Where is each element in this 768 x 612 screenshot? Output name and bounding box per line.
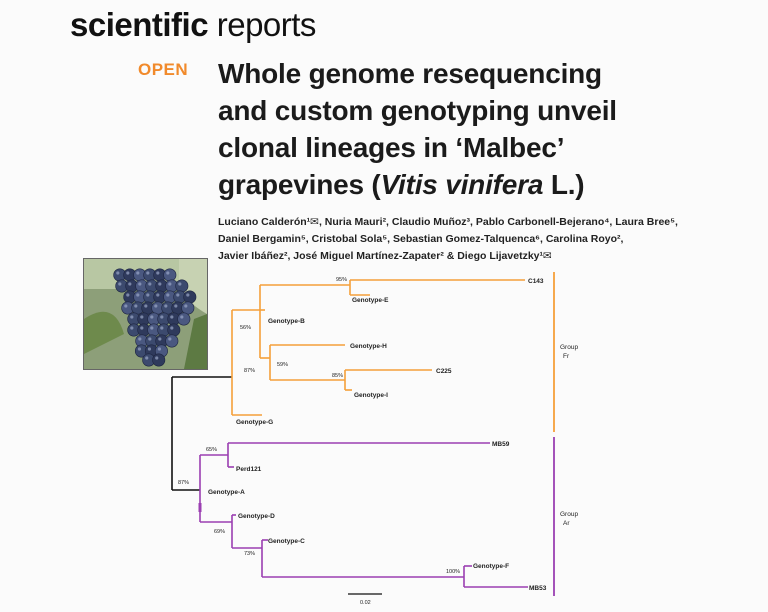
author-list: Luciano Calderón¹✉, Nuria Mauri², Claudi…	[218, 214, 738, 265]
grape-highlight	[138, 282, 142, 286]
leaf-label: Genotype-D	[238, 513, 275, 520]
grape-highlight	[138, 337, 142, 341]
grape-highlight	[140, 326, 144, 330]
leaf-label: Genotype-E	[352, 297, 389, 304]
group-label: Group	[560, 344, 578, 351]
leaf-label: MB53	[529, 585, 547, 592]
grape-highlight	[128, 282, 132, 286]
grape-highlight	[158, 337, 162, 341]
bootstrap-label: 59%	[277, 362, 288, 368]
grape-highlight	[158, 282, 162, 286]
leaf-label: Genotype-I	[354, 392, 388, 399]
grape-highlight	[124, 304, 128, 308]
grape-highlight	[156, 271, 160, 275]
grape-highlight	[168, 282, 172, 286]
grape-highlight	[164, 304, 168, 308]
grape-highlight	[126, 293, 130, 297]
grape-highlight	[148, 282, 152, 286]
grape-highlight	[136, 293, 140, 297]
grape-highlight	[170, 326, 174, 330]
title-line-1: Whole genome resequencing	[218, 58, 602, 89]
leaf-label: Genotype-H	[350, 343, 387, 350]
authors-line-2: Daniel Bergamin⁵, Cristobal Sola⁵, Sebas…	[218, 233, 624, 245]
grape-highlight	[137, 347, 142, 351]
bootstrap-label: 100%	[446, 569, 460, 575]
bootstrap-label: 65%	[206, 447, 217, 453]
title-line-2: and custom genotyping unveil	[218, 95, 617, 126]
grape-highlight	[130, 326, 134, 330]
scale-label: 0.02	[360, 600, 371, 606]
bootstrap-label: 95%	[336, 277, 347, 283]
authors-line-1: Luciano Calderón¹✉, Nuria Mauri², Claudi…	[218, 216, 678, 228]
journal-name: scientific reports	[70, 6, 316, 43]
grape-highlight	[154, 304, 158, 308]
grape-highlight	[166, 293, 170, 297]
grape-cluster-photo	[83, 258, 208, 370]
grape-highlight	[146, 293, 150, 297]
leaf-label: MB59	[492, 441, 510, 448]
authors-line-3: Javier Ibáñez², José Miguel Martínez-Zap…	[218, 250, 552, 262]
leaf-label: Genotype-B	[268, 318, 305, 325]
grape-highlight	[144, 304, 148, 308]
group-label: Group	[560, 511, 578, 518]
grape-highlight	[118, 282, 122, 286]
bootstrap-label: 87%	[178, 480, 189, 486]
group-label: Ar	[563, 520, 570, 527]
grape-highlight	[166, 271, 170, 275]
open-access-label: OPEN	[138, 60, 189, 79]
bootstrap-label: 73%	[244, 551, 255, 557]
leaf-label: C143	[528, 278, 544, 285]
grape-highlight	[134, 304, 138, 308]
grape-highlight	[170, 315, 174, 319]
grape-highlight	[136, 271, 140, 275]
grape-highlight	[180, 315, 184, 319]
grape-highlight	[116, 271, 120, 275]
leaf-label: Genotype-C	[268, 538, 305, 545]
grape-highlight	[126, 271, 130, 275]
grape-highlight	[150, 326, 154, 330]
grape-highlight	[156, 293, 160, 297]
bootstrap-label: 56%	[240, 325, 251, 331]
grape-highlight	[147, 347, 152, 351]
title-line-4: grapevines (Vitis vinifera L.)	[218, 169, 585, 200]
bootstrap-label: 87%	[244, 368, 255, 374]
grape-highlight	[145, 356, 149, 360]
leaf-label: C225	[436, 368, 452, 375]
leaf-label: Genotype-G	[236, 419, 273, 426]
grape-highlight	[155, 356, 159, 360]
grape-cluster-image	[84, 259, 207, 369]
grape-highlight	[130, 315, 134, 319]
grape-highlight	[186, 293, 190, 297]
grape-highlight	[146, 271, 150, 275]
group-label: Fr	[563, 353, 570, 360]
grape-highlight	[160, 315, 164, 319]
bootstrap-label: 69%	[214, 529, 225, 535]
grape-highlight	[160, 326, 164, 330]
grape-highlight	[140, 315, 144, 319]
grape-highlight	[150, 315, 154, 319]
grape-highlight	[148, 337, 152, 341]
grape-highlight	[176, 293, 180, 297]
leaf-label: Perd121	[236, 466, 262, 473]
grape-highlight	[178, 282, 182, 286]
leaf-label: Genotype-F	[473, 563, 509, 570]
bootstrap-label: 85%	[332, 373, 343, 379]
grape-highlight	[174, 304, 178, 308]
grape-highlight	[184, 304, 188, 308]
leaf-label: Genotype-A	[208, 489, 245, 496]
grape-highlight	[157, 347, 162, 351]
title-line-3: clonal lineages in ‘Malbec’	[218, 132, 565, 163]
grape-highlight	[168, 337, 172, 341]
paper-title: Whole genome resequencing and custom gen…	[218, 55, 738, 203]
